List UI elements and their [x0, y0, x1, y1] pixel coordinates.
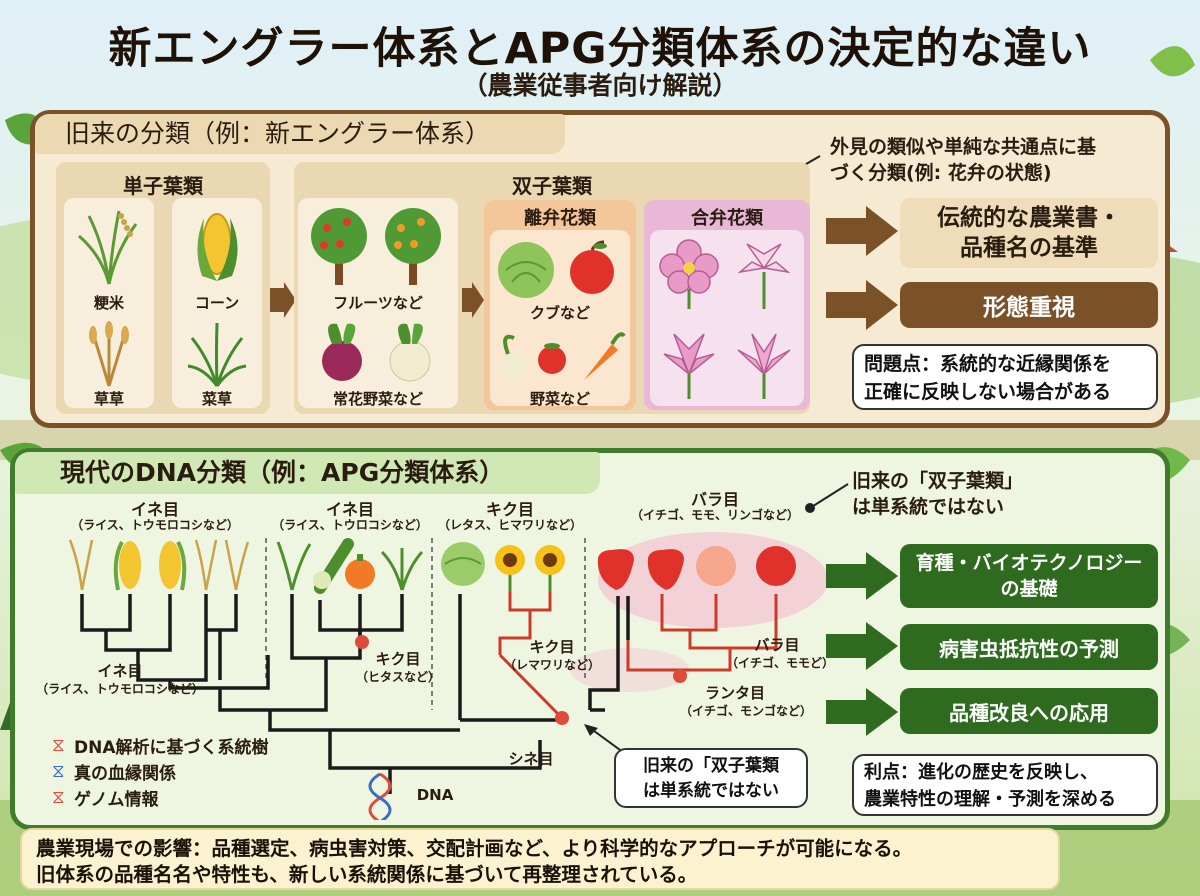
old-callout-line2: づく分類(例: 花弁の状態) [830, 162, 1052, 184]
new-result-breeding: 育種・バイオテクノロジー の基礎 [900, 544, 1158, 608]
arrow-icon [826, 206, 898, 256]
group-4-name: バラ目 [690, 490, 739, 509]
legend-item: ⧖ 真の血縁関係 [52, 758, 292, 784]
tree-label-bara-sub: （イチゴ、モモど） [726, 656, 835, 670]
tree-label-ranta: ランタ目 [704, 684, 765, 702]
dicot-title: 双子葉類 [512, 174, 592, 198]
arrow-icon [270, 282, 296, 318]
flower-icons [659, 239, 791, 399]
fruit-tree-icon [311, 208, 441, 285]
group-4-sub: （イチゴ、モモ、リンゴなど） [630, 508, 799, 522]
monocot-item-3: 草草 [93, 390, 124, 408]
sympetalae-title: 合弁花類 [691, 208, 763, 229]
monocot-item-rice: 粳米 [93, 294, 124, 312]
bottom-callout-line1: 旧来の「双子葉類 [643, 756, 779, 776]
tree-label-dna: DNA [416, 786, 454, 804]
new-result-pest: 病害虫抵抗性の予測 [900, 624, 1158, 670]
group-1-sub: （ライス、トウモロコシなど） [71, 518, 239, 532]
arrow-icon [826, 688, 898, 736]
old-problem-note: 問題点：系統的な近縁関係を 正確に反映しない場合がある [852, 344, 1158, 410]
phylogenetic-tree [68, 532, 828, 820]
group-1-name: イネ目 [130, 500, 179, 519]
benefit-note: 利点：進化の歴史を反映し、 農業特性の理解・予測を深める [852, 754, 1158, 816]
problem-line1: 問題点：系統的な近縁関係を [864, 353, 1112, 375]
corn-icon [197, 213, 238, 281]
dicot-fruits-label: フルーツなど [333, 294, 423, 312]
monocot-title: 単子葉類 [123, 174, 203, 198]
group-3-sub: （レタス、ヒマワリなど） [437, 518, 582, 532]
arrow-icon [826, 552, 898, 600]
bottom-callout-line2: は単系統ではない [643, 781, 779, 801]
old-result-line2: 品種名の基準 [960, 235, 1098, 261]
new-callout-line1: 旧来の「双子葉類」 [852, 470, 1024, 492]
old-callout-line1: 外見の類似や単純な共通点に基 [830, 136, 1097, 158]
new-system-header: 現代のDNA分類（例：APG分類体系） [15, 452, 600, 494]
old-result-traditional: 伝統的な農業書・ 品種名の基準 [900, 198, 1158, 268]
benefit-line1: 利点：進化の歴史を反映し、 [864, 762, 1098, 783]
old-result-morphology: 形態重視 [900, 282, 1158, 328]
old-result-line1: 伝統的な農業書・ [937, 205, 1121, 231]
cabbage-apple-icon [498, 240, 614, 298]
new-callout-line2: は単系統ではない [852, 496, 1005, 518]
rice-plant-icon [78, 210, 138, 285]
result-line: 育種・バイオテクノロジー [915, 552, 1143, 574]
tree-label-kiku1: キク目 [375, 650, 421, 668]
tree-label-shine: シネ目 [508, 750, 554, 768]
benefit-line2: 農業特性の理解・予測を深める [864, 789, 1116, 810]
legend-label: ゲノム情報 [74, 789, 159, 810]
dna-icon: ⧖ [52, 734, 65, 756]
tree-label-ranta-sub: （イチゴ、モンゴなど） [680, 704, 813, 718]
legend-item: ⧖ ゲノム情報 [52, 784, 292, 810]
dna-icon [368, 772, 392, 820]
arrow-icon [462, 282, 484, 318]
new-result-improvement: 品種改良への応用 [900, 688, 1158, 734]
group-2-name: イネ目 [325, 500, 374, 519]
arrow-icon [826, 622, 898, 670]
plant-icons [68, 538, 796, 594]
choripetalae-item-2: 野菜など [529, 390, 590, 408]
monocot-item-4: 菜草 [201, 390, 232, 408]
arrow-icon [826, 280, 898, 330]
old-system-header: 旧来の分類（例：新エングラー体系） [35, 114, 565, 154]
dicot-not-monophyletic-note: 旧来の「双子葉類 は単系統ではない [614, 748, 808, 808]
turnip-icon [322, 323, 431, 382]
monocot-item-corn: コーン [194, 294, 240, 312]
group-2-sub: （ライス、トウロコシなど） [272, 518, 428, 532]
problem-line2: 正確に反映しない場合がある [864, 381, 1112, 403]
legend-label: DNA解析に基づく系統樹 [74, 737, 269, 758]
legend-label: 真の血縁関係 [74, 763, 176, 784]
dicot-veg-label: 常花野菜など [332, 390, 423, 408]
callout-pointer [805, 483, 849, 513]
tree-label-kiku2-sub: （レマワリなど） [503, 658, 600, 672]
choripetalae-item-1: クブなど [529, 304, 590, 322]
legend-item: ⧖ DNA解析に基づく系統樹 [52, 732, 292, 758]
page-title: 新エングラー体系とAPG分類体系の決定的な違い [108, 24, 1092, 74]
result-line: の基礎 [1000, 578, 1058, 600]
dna-icon: ⧖ [52, 786, 65, 808]
footer-line2: 旧体系の品種名名や特性も、新しい系統関係に基づいて再整理されている。 [36, 863, 698, 886]
group-3-name: キク目 [485, 500, 534, 519]
tree-label-kiku2: キク目 [529, 638, 575, 656]
grass-icon [187, 322, 247, 387]
tree-label-bara: バラ目 [754, 636, 800, 654]
tree-label-kiku1-sub: （ヒタスなど） [355, 670, 440, 684]
tree-label-ine-sub: （ライス、トウモロコシなど） [36, 682, 204, 696]
footer-line1: 農業現場での影響：品種選定、病虫害対策、交配計画など、より科学的なアプローチが可… [36, 837, 913, 860]
vegetable-mix-icon [500, 332, 626, 380]
choripetalae-title: 離弁花類 [524, 208, 596, 229]
tree-label-ine: イネ目 [97, 662, 143, 680]
dna-icon: ⧖ [52, 760, 65, 782]
legend: ⧖ DNA解析に基づく系統樹 ⧖ 真の血縁関係 ⧖ ゲノム情報 [52, 732, 292, 810]
wheat-icon [89, 321, 129, 387]
page-subtitle: （農業従事者向け解説） [462, 71, 738, 100]
footer-note: 農業現場での影響：品種選定、病虫害対策、交配計画など、より科学的なアプローチが可… [20, 828, 1060, 890]
